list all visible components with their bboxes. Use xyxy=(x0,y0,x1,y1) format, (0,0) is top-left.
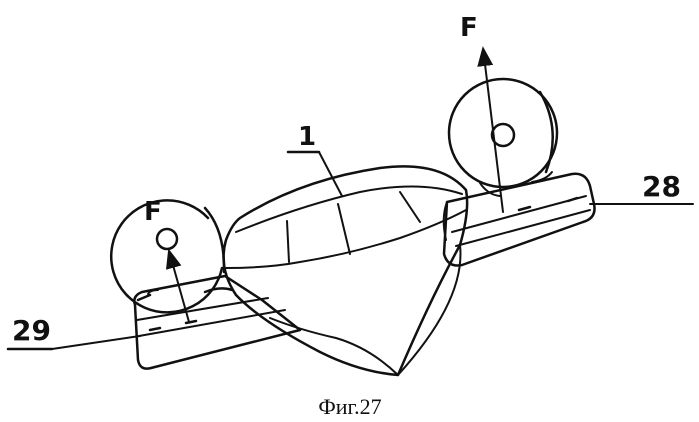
label-part-29: 29 xyxy=(12,314,51,347)
figure-caption: Фиг.27 xyxy=(318,394,381,419)
left-roller xyxy=(111,200,232,312)
label-part-28: 28 xyxy=(642,170,681,203)
label-part-1: 1 xyxy=(298,122,316,152)
label-force-right: F xyxy=(460,13,478,43)
garment-body xyxy=(224,166,468,375)
right-roller xyxy=(449,79,557,196)
label-force-left: F xyxy=(144,197,162,227)
